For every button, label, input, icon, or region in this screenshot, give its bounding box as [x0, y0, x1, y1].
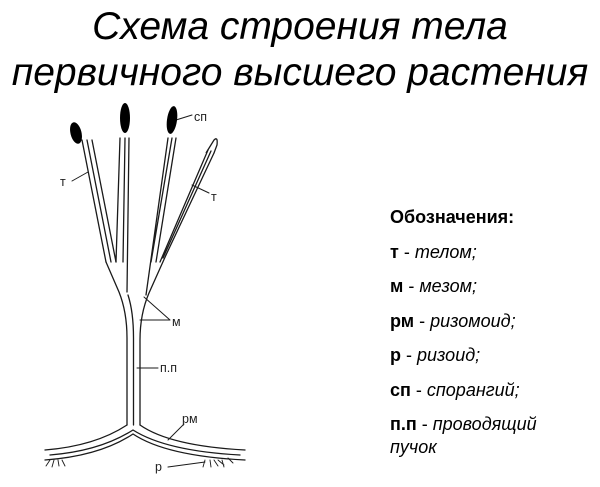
- label-r: р: [155, 460, 162, 474]
- label-pp: п.п: [160, 361, 177, 375]
- label-t-right: т: [211, 190, 217, 204]
- title-line-1: Схема строения тела: [92, 5, 508, 48]
- branch-left-lower: [81, 139, 117, 263]
- diagram-title: Схема строения тела первичного высшего р…: [0, 4, 600, 96]
- label-m: м: [172, 315, 181, 329]
- label-rm: рм: [182, 412, 198, 426]
- sporangium-2: [120, 103, 130, 133]
- leader-r: [167, 461, 206, 468]
- label-t-left: т: [60, 175, 66, 189]
- legend-item: сп - спорангий;: [390, 379, 520, 400]
- legend-item: п.п - проводящий: [390, 414, 537, 434]
- rhizoids: [45, 457, 234, 468]
- leader-sp: [175, 114, 193, 121]
- stem-outline-right: [139, 254, 167, 426]
- leader-m: [139, 296, 171, 321]
- sporangium-1: [70, 122, 82, 144]
- legend-item: т - телом;: [390, 241, 477, 262]
- leader-t-left: [71, 171, 89, 182]
- leader-rm: [167, 423, 185, 441]
- rhizome-upper: [44, 424, 246, 451]
- label-sp: сп: [194, 110, 207, 124]
- leader-t-right: [191, 184, 210, 194]
- legend-item: рм - ризомоид;: [390, 310, 516, 331]
- legend: Обозначения: т - телом; м - мезом; рм - …: [390, 200, 537, 458]
- branch-right-outer: [159, 149, 215, 263]
- legend-item: м - мезом;: [390, 276, 477, 296]
- branch-left-upper: [115, 137, 130, 293]
- rhizome-middle: [49, 429, 241, 456]
- title-line-2: первичного высшего растения: [11, 51, 589, 94]
- sporangium-3: [166, 106, 178, 134]
- stem-outline-left: [105, 261, 128, 426]
- rhizome-lower: [44, 433, 246, 461]
- legend-item: р - ризоид;: [390, 345, 481, 365]
- conducting-bundle: [127, 294, 135, 426]
- branch-right-inner: [145, 137, 177, 296]
- telome-tip: [205, 138, 218, 154]
- legend-heading: Обозначения:: [390, 207, 515, 227]
- legend-item-continuation: пучок: [390, 436, 437, 457]
